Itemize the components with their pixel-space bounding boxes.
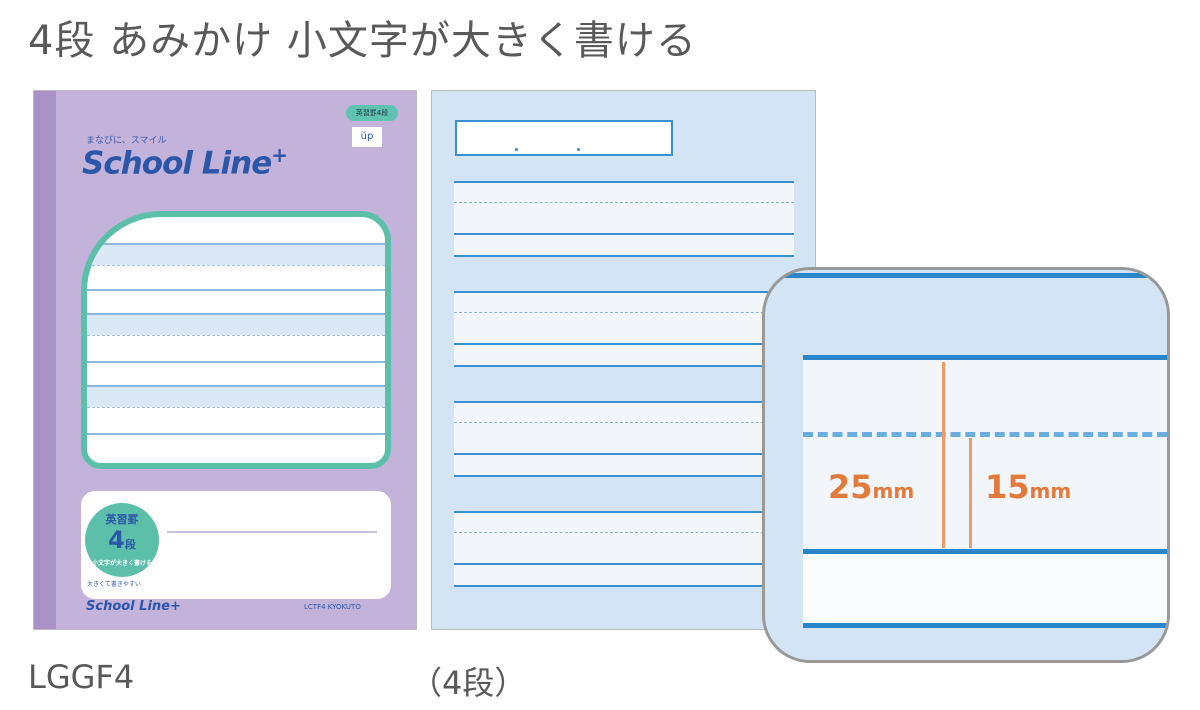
badge-note: 大きくて書きやすい [87,581,141,588]
cover-spine [34,91,56,629]
name-line [167,531,377,533]
pencil-icon: ŭp [352,127,382,147]
cover-badge: 英習罫4段 [346,105,398,121]
cover-logo: School Line+ [82,143,288,182]
label-25mm: 25mm [828,468,915,506]
product-code: LGGF4 [28,658,135,696]
logo-text: School Line [82,145,272,182]
logo-plus: + [271,143,288,167]
line-group [454,181,794,257]
line-group [454,401,794,477]
badge-sub: 小文字が大きく書ける [91,560,152,567]
arrow-15mm [969,438,972,548]
notebook-cover: まなびに、スマイル School Line+ 英習罫4段 ŭp 英習罫 4段 小… [33,90,417,630]
line-group [454,511,794,587]
page-name-box [455,120,673,156]
maker-code: LCTF4 KYOKUTO [304,603,361,611]
zoom-detail-panel: 25mm 15mm [762,267,1170,663]
footer-logo: School Line+ [86,599,181,614]
arrow-25mm [942,362,945,548]
ruled-window [81,211,391,469]
cover-slogan: まなびに、スマイル [86,136,167,146]
line-group [454,291,794,367]
dashed-guide [803,432,1167,437]
ruling-badge: 英習罫 4段 小文字が大きく書ける [85,503,159,577]
badge-unit: 段 [124,538,136,551]
page-title: 4段 あみかけ 小文字が大きく書ける [28,18,697,64]
badge-number: 4 [108,526,125,554]
badge-title: 英習罫 [105,513,139,526]
page-type: （4段） [410,664,527,702]
label-15mm: 15mm [985,468,1072,506]
notebook-page [431,90,816,630]
name-box: 英習罫 4段 小文字が大きく書ける 大きくて書きやすい [81,491,391,599]
